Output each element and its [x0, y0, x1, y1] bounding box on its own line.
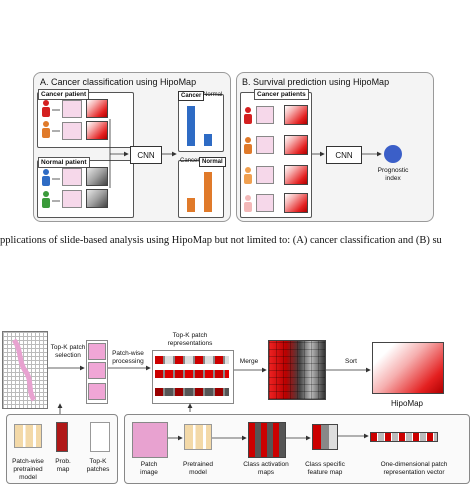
panel-a-title: A. Cancer classification using HipoMap: [40, 77, 197, 87]
figure-caption: pplications of slide-based analysis usin…: [0, 235, 442, 246]
bar-cancer: [187, 106, 195, 146]
pretrained-model-label: Pretrained model: [183, 461, 213, 476]
hipomap-label: HipoMap: [390, 399, 423, 408]
pretrained-model-icon: [184, 424, 212, 450]
slide-thumbnail: [256, 136, 274, 154]
merge-label: Merge: [239, 358, 259, 365]
slide-thumbnail: [62, 122, 82, 140]
topk-representations-label: Top-K patch representations: [167, 332, 213, 347]
sort-label: Sort: [345, 358, 357, 365]
patch-image: [132, 422, 168, 458]
prob-map-icon: [56, 422, 68, 452]
merged-matrix: [268, 340, 326, 400]
topk-selection-label: Top-K patch selection: [50, 344, 86, 359]
patch-thumbnail: [88, 343, 106, 360]
person-icon: [244, 195, 252, 212]
cam-cube-icon: [248, 422, 286, 458]
cnn-box-b: CNN: [326, 146, 362, 164]
patchwise-pretrained-label: Patch-wise pretrained model: [12, 458, 44, 481]
slide-thumbnail: [62, 100, 82, 118]
patch-thumbnail: [88, 362, 106, 379]
patch-image-label: Patch image: [140, 461, 158, 476]
slide-thumbnail: [256, 194, 274, 212]
person-icon: [42, 121, 50, 138]
hipomap-thumbnail: [284, 165, 308, 185]
hipomap-thumbnail: [86, 167, 108, 186]
one-dim-label: One-dimensional patch representation vec…: [380, 461, 448, 476]
vector-row: [155, 356, 229, 364]
hipomap-thumbnail: [86, 189, 108, 208]
cancer-tag: Cancer: [178, 91, 205, 101]
cam-label: Class activation maps: [243, 461, 289, 476]
bar-normal: [204, 172, 212, 212]
cancer-patient-label: Cancer patient: [38, 89, 90, 100]
patchwise-detail-panel: [124, 414, 470, 484]
slide-thumbnail: [256, 106, 274, 124]
vector-row: [155, 370, 229, 378]
cnn-box-a: CNN: [130, 146, 162, 164]
normal-tag: Normal: [203, 92, 223, 98]
cancer-tag: Cancer: [180, 158, 200, 164]
cancer-patients-label: Cancer patients: [254, 89, 309, 100]
person-icon: [244, 137, 252, 154]
class-specific-label: Class specific feature map: [305, 461, 345, 476]
hipomap-thumbnail: [284, 193, 308, 213]
prognostic-dot: [384, 145, 402, 163]
hipomap: [372, 342, 444, 394]
patch-thumbnail: [88, 383, 106, 400]
topk-patches-icon: [90, 422, 110, 452]
person-icon: [42, 100, 50, 117]
bar-normal: [204, 134, 212, 146]
normal-patient-label: Normal patient: [38, 157, 90, 168]
person-icon: [42, 191, 50, 208]
topk-patches-label: Top-K patches: [86, 458, 110, 473]
prognostic-index-label: Prognostic index: [377, 167, 409, 182]
slide-thumbnail: [62, 168, 82, 186]
class-feature-map-icon: [312, 424, 338, 450]
person-icon: [244, 167, 252, 184]
hipomap-thumbnail: [86, 121, 108, 140]
cancer-patient-box: [37, 92, 134, 148]
pretrained-model-icon: [14, 424, 42, 448]
person-icon: [244, 107, 252, 124]
repr-vector-icon: [370, 432, 438, 442]
slide-thumbnail: [62, 190, 82, 208]
hipomap-thumbnail: [86, 99, 108, 118]
panel-b-title: B. Survival prediction using HipoMap: [242, 77, 390, 87]
person-icon: [42, 169, 50, 186]
hipomap-thumbnail: [284, 135, 308, 155]
bar-cancer: [187, 198, 195, 212]
prob-map-label: Prob. map: [55, 458, 71, 473]
cancer-output-box: [178, 94, 224, 152]
hipomap-thumbnail: [284, 105, 308, 125]
patchwise-processing-label: Patch-wise processing: [112, 350, 144, 365]
normal-tag: Normal: [199, 157, 226, 167]
bar-chart: [182, 102, 218, 146]
vector-row: [155, 388, 229, 396]
bar-chart: [182, 168, 218, 212]
slide-thumbnail: [256, 166, 274, 184]
